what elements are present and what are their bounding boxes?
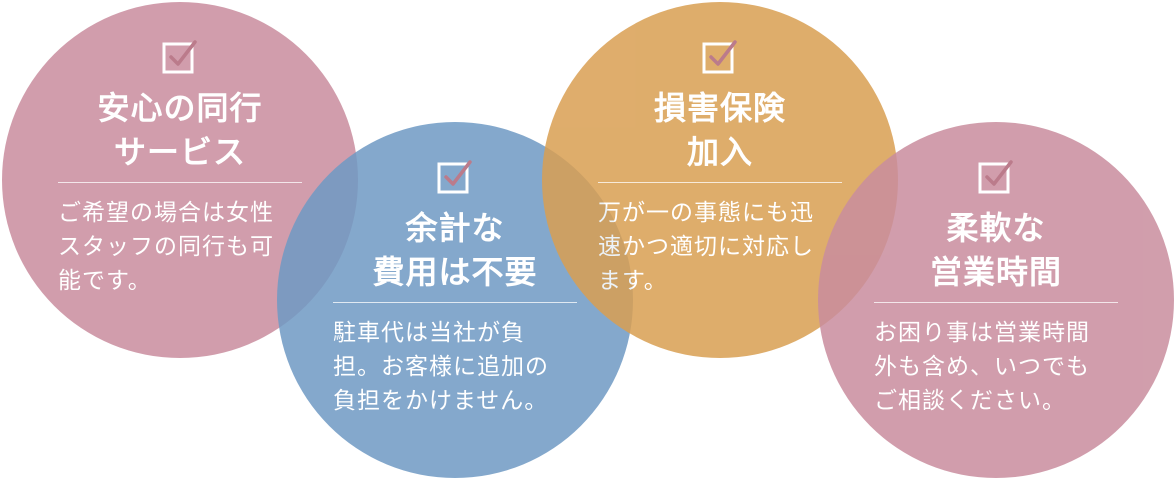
feature-description: 駐車代は当社が負 担。お客様に追加の 負担をかけません。 bbox=[333, 316, 593, 418]
feature-title-line: 余計な bbox=[405, 209, 505, 247]
feature-title: 柔軟な 営業時間 bbox=[858, 206, 1134, 294]
feature-description-line: 速かつ適切に対応し bbox=[598, 234, 814, 260]
feature-description-line: ます。 bbox=[598, 268, 668, 294]
feature-description-line: ご希望の場合は女性 bbox=[58, 200, 274, 226]
feature-description-line: 駐車代は当社が負 bbox=[333, 320, 525, 346]
checkbox-checked-icon bbox=[702, 40, 737, 74]
feature-description-line: 万が一の事態にも迅 bbox=[598, 200, 814, 226]
feature-description: 万が一の事態にも迅 速かつ適切に対応し ます。 bbox=[598, 196, 858, 298]
feature-description: お困り事は営業時間 外も含め、いつでも ご相談ください。 bbox=[874, 316, 1134, 418]
feature-title-line: 費用は不要 bbox=[372, 253, 538, 291]
feature-circle-flexible-hours: 柔軟な 営業時間 お困り事は営業時間 外も含め、いつでも ご相談ください。 bbox=[818, 122, 1174, 478]
feature-description-line: 負担をかけません。 bbox=[333, 388, 549, 414]
feature-title: 安心の同行 サービス bbox=[42, 86, 318, 174]
divider bbox=[333, 302, 577, 303]
checkbox-checked-icon bbox=[978, 160, 1013, 194]
feature-title-line: 加入 bbox=[686, 133, 753, 171]
checkbox-checked-icon bbox=[162, 40, 197, 74]
feature-description-line: 担。お客様に追加の bbox=[333, 354, 549, 380]
checkbox-checked-icon bbox=[437, 160, 472, 194]
divider bbox=[874, 302, 1118, 303]
feature-title-line: 柔軟な bbox=[946, 209, 1046, 247]
feature-title: 損害保険 加入 bbox=[582, 86, 858, 174]
feature-title-line: 安心の同行 bbox=[97, 89, 263, 127]
divider bbox=[598, 182, 842, 183]
feature-title-line: サービス bbox=[113, 133, 246, 171]
feature-description-line: お困り事は営業時間 bbox=[874, 320, 1090, 346]
divider bbox=[58, 182, 302, 183]
feature-title: 余計な 費用は不要 bbox=[317, 206, 593, 294]
feature-title-line: 損害保険 bbox=[653, 89, 786, 127]
feature-description-line: 能です。 bbox=[58, 268, 152, 294]
feature-description: ご希望の場合は女性 スタッフの同行も可 能です。 bbox=[58, 196, 318, 298]
feature-description-line: スタッフの同行も可 bbox=[58, 234, 274, 260]
feature-circle-damage-insurance: 損害保険 加入 万が一の事態にも迅 速かつ適切に対応し ます。 bbox=[542, 2, 898, 358]
feature-circle-escort-service: 安心の同行 サービス ご希望の場合は女性 スタッフの同行も可 能です。 bbox=[2, 2, 358, 358]
feature-description-line: 外も含め、いつでも bbox=[874, 354, 1090, 380]
feature-title-line: 営業時間 bbox=[929, 253, 1062, 291]
feature-description-line: ご相談ください。 bbox=[874, 388, 1066, 414]
